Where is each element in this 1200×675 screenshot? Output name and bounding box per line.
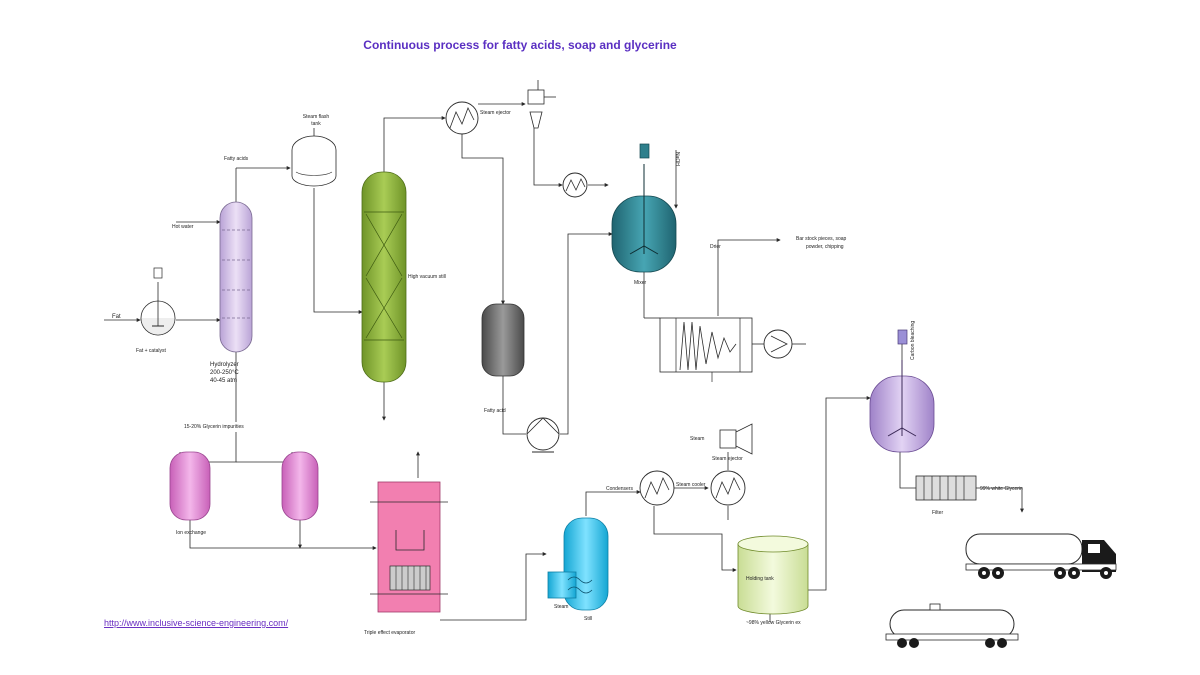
label-steam-ejector-top: Steam ejector <box>480 110 511 116</box>
label-steam-flash-tank: Steam flash tank <box>302 114 330 127</box>
filter-press <box>915 475 977 501</box>
label-bar-stock-2: powder, chipping <box>806 244 844 250</box>
label-naoh: NaOH <box>674 152 680 166</box>
label-condensers: Condensers <box>606 486 633 492</box>
catalyst-mix-tank <box>140 267 176 336</box>
agitator-icon <box>153 267 163 279</box>
fan-icon <box>763 329 793 359</box>
label-ion-exchange: Ion exchange <box>176 530 207 536</box>
label-hydrolyzer: Hydrolyzer <box>210 362 239 368</box>
carbon-bleaching-vessel <box>869 329 935 453</box>
heat-exchanger-icon <box>445 101 479 135</box>
tanker-truck-icon <box>965 533 1117 579</box>
label-steam-condenser: Steam cooler <box>676 482 706 488</box>
pump-icon <box>526 417 560 453</box>
label-filter: Filter <box>932 510 944 516</box>
label-glycerin-impurities: 15-20% Glycerin impurities <box>184 424 244 430</box>
ejector-icon <box>719 423 753 455</box>
diagram-title: Continuous process for fatty acids, soap… <box>363 38 677 52</box>
high-vacuum-still <box>361 171 407 383</box>
label-drier: Drier <box>710 244 721 250</box>
source-link[interactable]: http://www.inclusive-science-engineering… <box>104 618 289 628</box>
holding-tank <box>737 535 809 615</box>
label-fat: Fat <box>112 314 121 320</box>
label-yellow-glycerin: ~98% yellow Glycerin ex <box>746 620 801 626</box>
label-hydrolyzer-temp: 200-250°C <box>210 370 239 376</box>
label-still: Still <box>584 616 593 622</box>
label-fatty-acids: Fatty acids <box>224 156 249 162</box>
label-steam-vapor: Steam <box>690 436 705 442</box>
label-mixer: Mixer <box>634 280 647 286</box>
mixer-vessel <box>611 143 677 273</box>
label-high-vacuum-still: High vacuum still <box>408 274 446 280</box>
tank-car-icon <box>885 603 1019 648</box>
label-holding-tank: Holding tank <box>746 576 774 582</box>
label-hot-water: Hot water <box>172 224 194 230</box>
agitator-icon <box>897 329 908 345</box>
steam-flash-tank <box>291 128 337 187</box>
glycerin-still <box>547 517 609 611</box>
hydrolyzer-column <box>219 201 253 353</box>
label-triple-effect-evaporator: Triple effect evaporator <box>364 630 416 636</box>
fatty-acid-receiver <box>481 303 525 377</box>
heat-exchanger-icon <box>562 172 588 198</box>
heat-exchanger-icon <box>639 470 675 506</box>
label-fat-catalyst: Fat + catalyst <box>136 348 166 354</box>
agitator-icon <box>639 143 650 159</box>
label-steam-ejector: Steam ejector <box>712 456 743 462</box>
ejector-icon <box>527 89 556 129</box>
label-carbon-bleaching: Carbon bleaching <box>910 320 916 360</box>
label-white-glycerin: 99% white Glycerin <box>980 486 1023 492</box>
label-bar-stock-1: Bar stock pieces, soap <box>796 236 847 242</box>
triple-effect-evaporator <box>370 481 448 613</box>
label-steam: Steam <box>554 604 569 610</box>
drier <box>659 317 753 382</box>
ion-exchange-columns <box>169 451 319 521</box>
label-fatty-acid: Fatty acid <box>484 408 506 414</box>
label-hydrolyzer-pressure: 40-45 atm <box>210 378 238 384</box>
heat-exchanger-icon <box>710 470 746 506</box>
